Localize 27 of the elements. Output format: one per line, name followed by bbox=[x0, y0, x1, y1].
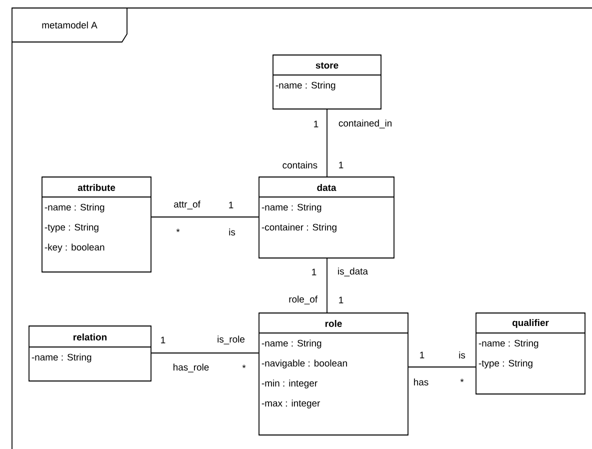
class-box: attribute -name : String -type : String -key : boolean bbox=[42, 176, 152, 272]
association-label: * bbox=[460, 378, 464, 382]
association-label: 1 bbox=[161, 336, 166, 344]
association-label: is bbox=[459, 352, 466, 358]
association-label: is_role bbox=[218, 336, 245, 344]
association-label: 1 bbox=[420, 352, 424, 358]
association-label: * bbox=[242, 364, 246, 368]
association-line bbox=[408, 366, 476, 368]
class-box: store -name : String bbox=[272, 54, 382, 110]
class-box: data -name : String -container : String bbox=[258, 176, 394, 258]
association-label: 1 bbox=[314, 120, 318, 128]
class-box: relation -name : String bbox=[28, 326, 152, 382]
association-label: attr_of bbox=[174, 200, 200, 210]
class-box: role -name : String -navigable : boolean -min : integer -max : integer bbox=[258, 312, 408, 436]
association-label: * bbox=[176, 228, 180, 232]
class-box: qualifier -name : String -type : String bbox=[476, 312, 586, 394]
association-line bbox=[151, 352, 259, 354]
association-line bbox=[326, 109, 328, 177]
association-line bbox=[151, 216, 259, 218]
association-label: 1 bbox=[339, 296, 344, 304]
association-label: 1 bbox=[312, 268, 316, 276]
association-label: is bbox=[229, 228, 236, 236]
association-label: 1 bbox=[229, 202, 234, 208]
association-label: contained_in bbox=[338, 120, 392, 128]
association-label: is_data bbox=[338, 268, 368, 276]
association-label: has_role bbox=[174, 364, 209, 372]
association-line bbox=[326, 258, 328, 313]
